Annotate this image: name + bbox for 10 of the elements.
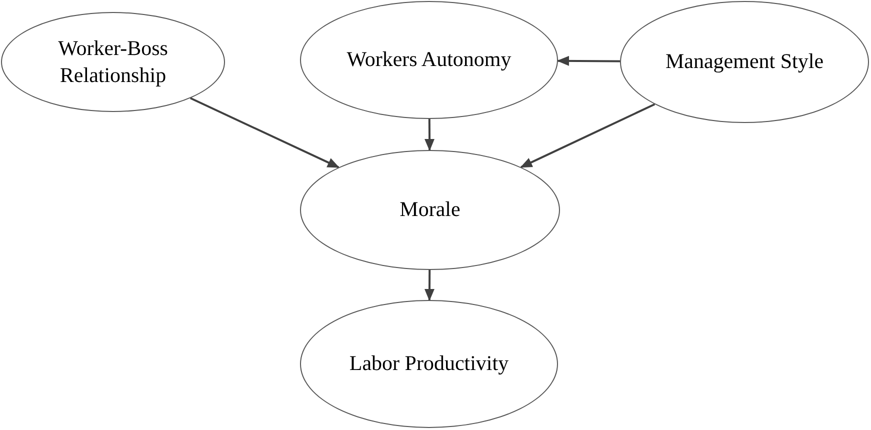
node-label: Morale — [400, 196, 460, 224]
node-label: Workers Autonomy — [346, 46, 512, 74]
arrow — [424, 119, 435, 151]
node-label: Labor Productivity — [349, 350, 509, 378]
node-label: Management Style — [665, 48, 824, 76]
arrow — [190, 97, 340, 168]
arrow — [557, 56, 620, 66]
arrow — [520, 103, 656, 168]
arrow — [424, 270, 434, 301]
node-label: Worker-Boss Relationship — [57, 34, 169, 89]
